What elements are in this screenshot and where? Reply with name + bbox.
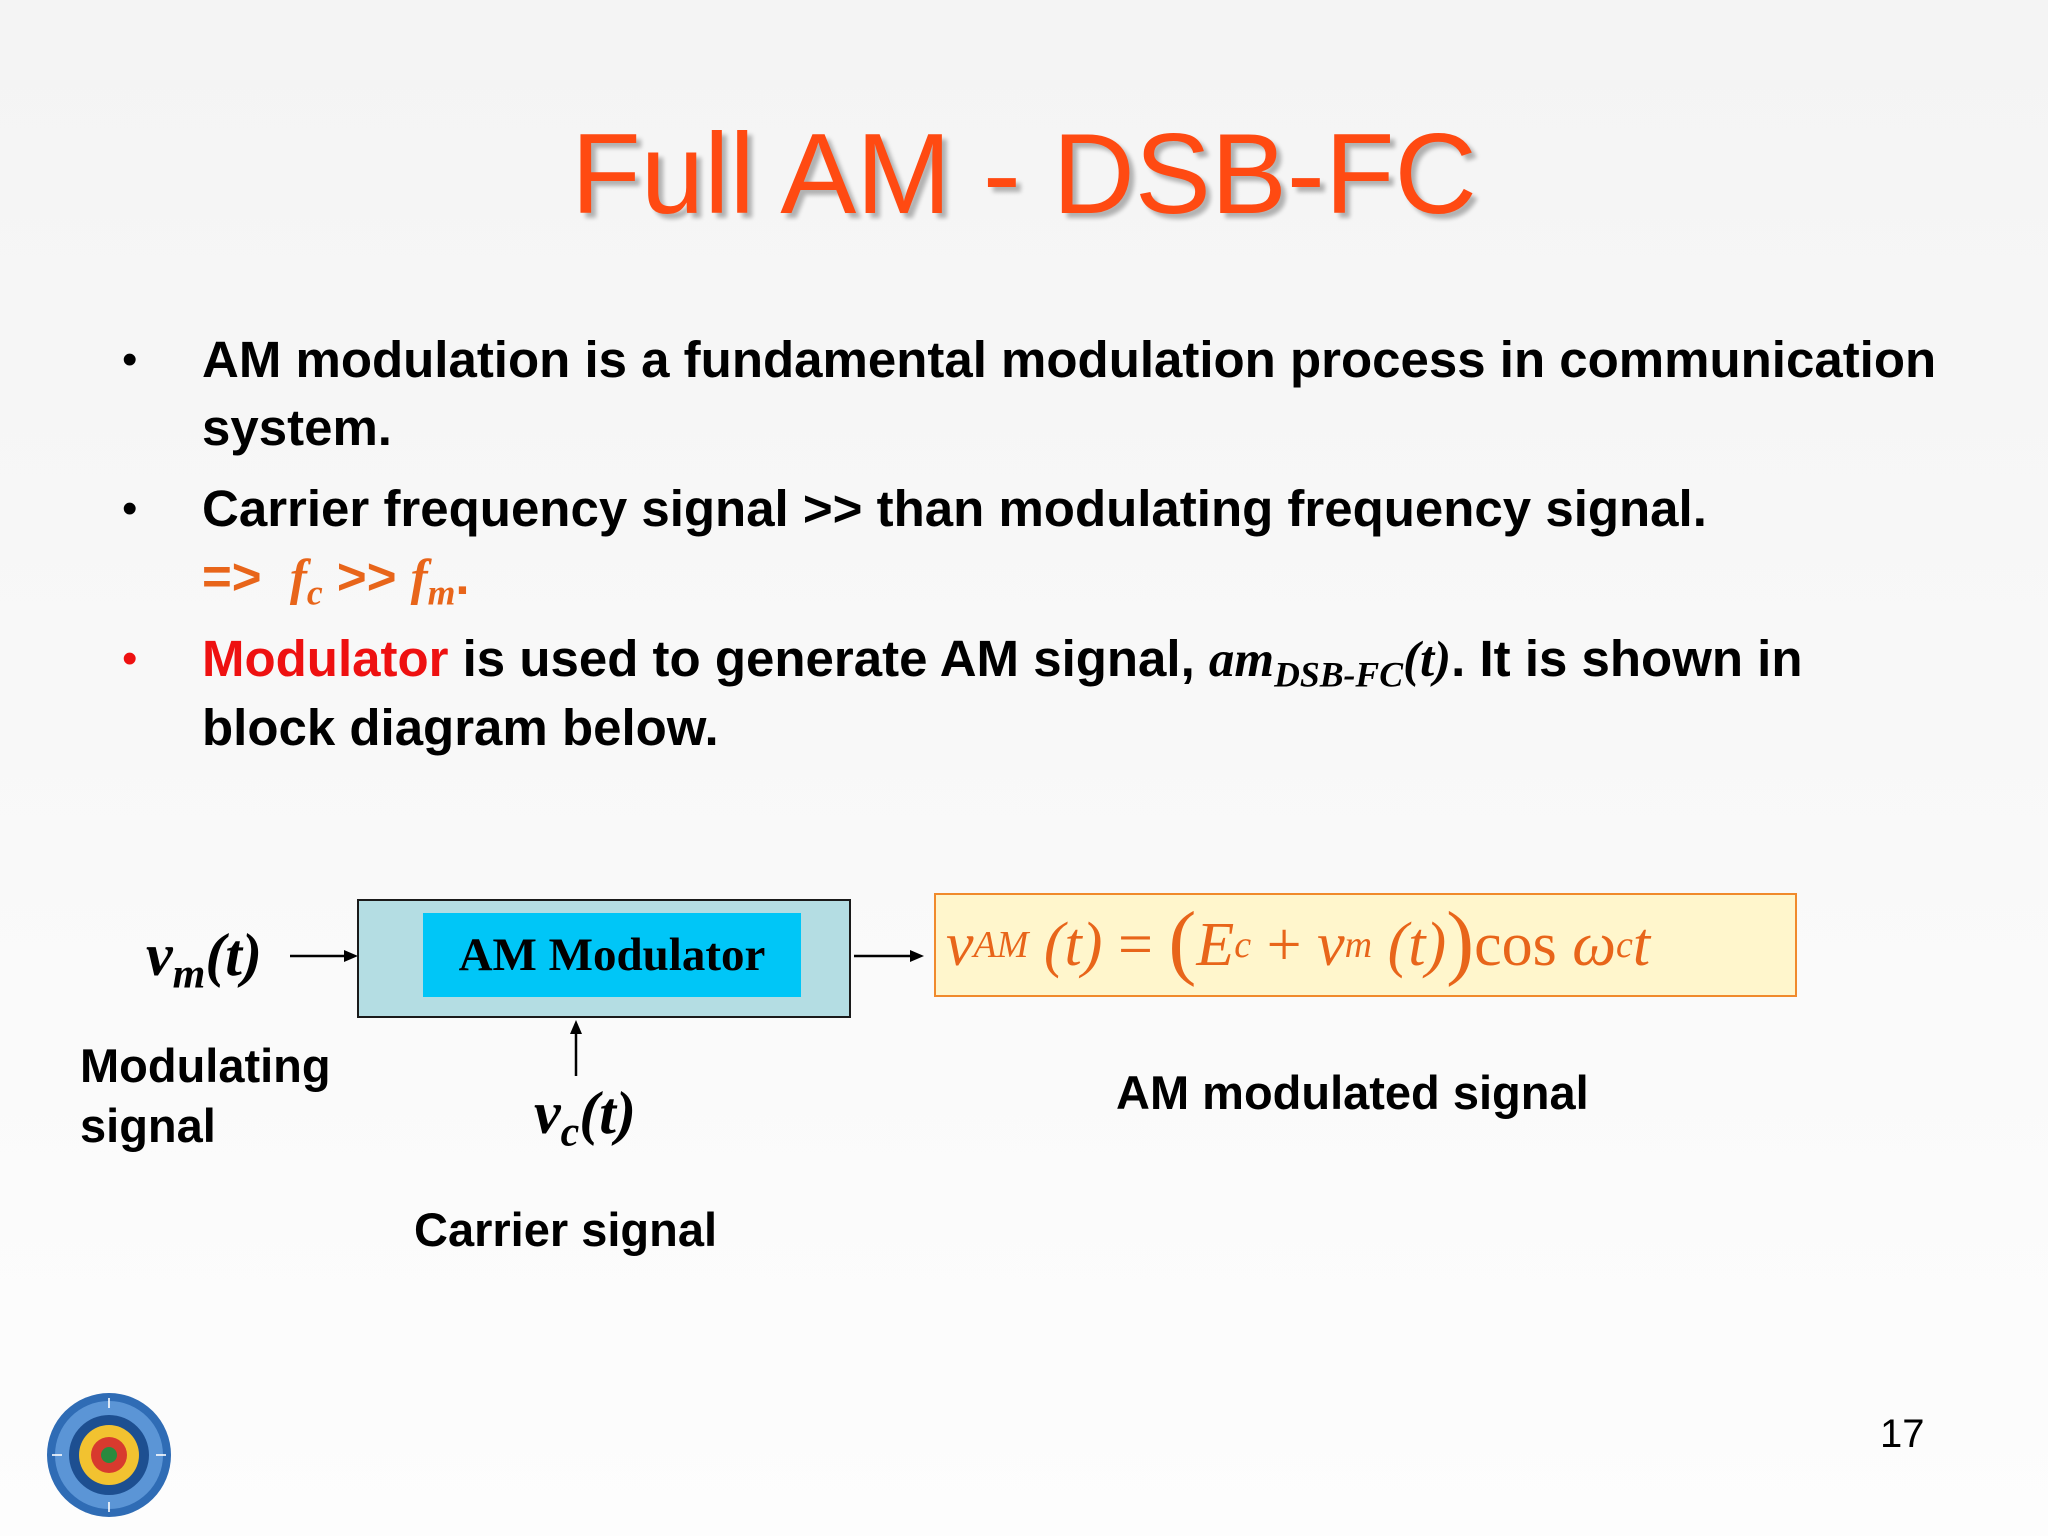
carrier-caption: Carrier signal xyxy=(414,1203,718,1256)
am-output-caption: AM modulated signal xyxy=(1116,1066,1589,1119)
page-number: 17 xyxy=(1880,1412,1925,1456)
bullet-highlight: Modulator xyxy=(202,630,449,687)
bullet-item-1: • AM modulation is a fundamental modulat… xyxy=(122,326,1942,462)
input-arrow xyxy=(290,950,358,962)
bullet-list: • AM modulation is a fundamental modulat… xyxy=(122,326,1942,775)
implies-arrow: => xyxy=(202,548,262,605)
carrier-arrow xyxy=(570,1020,582,1076)
am-dsbfc-symbol: amDSB-FC(t) xyxy=(1208,632,1452,695)
carrier-signal-symbol: vc(t) xyxy=(534,1080,636,1156)
bullet-item-3: • Modulator is used to generate AM signa… xyxy=(122,625,1942,762)
bullet-text: AM modulation is a fundamental modulatio… xyxy=(202,331,1937,456)
bullet-text-cont: . It is shown in block diagram below. xyxy=(202,630,1803,756)
bullet-marker: • xyxy=(122,634,138,683)
am-modulator-block: AM Modulator xyxy=(357,899,851,1018)
modulating-signal-symbol: vm(t) xyxy=(146,922,262,998)
am-modulator-label: AM Modulator xyxy=(423,913,801,997)
bullet-text: is used to generate AM signal, xyxy=(462,630,1195,687)
much-greater-symbol: >> xyxy=(336,548,397,605)
period: . xyxy=(455,548,470,605)
slide-title: Full AM - DSB-FC xyxy=(571,111,1477,238)
bullet-marker: • xyxy=(122,335,138,384)
fc-symbol: fc xyxy=(289,550,323,613)
bullet-text: Carrier frequency signal >> than modulat… xyxy=(202,480,1707,537)
university-seal-icon xyxy=(47,1393,171,1517)
output-arrow xyxy=(854,950,924,962)
bullet-marker: • xyxy=(122,484,138,533)
modulating-caption: Modulating signal xyxy=(80,1039,331,1152)
fm-symbol: fm xyxy=(410,550,456,613)
bullet-implication: => fc >> fm. xyxy=(202,548,470,613)
bullet-item-2: • Carrier frequency signal >> than modul… xyxy=(122,475,1942,612)
